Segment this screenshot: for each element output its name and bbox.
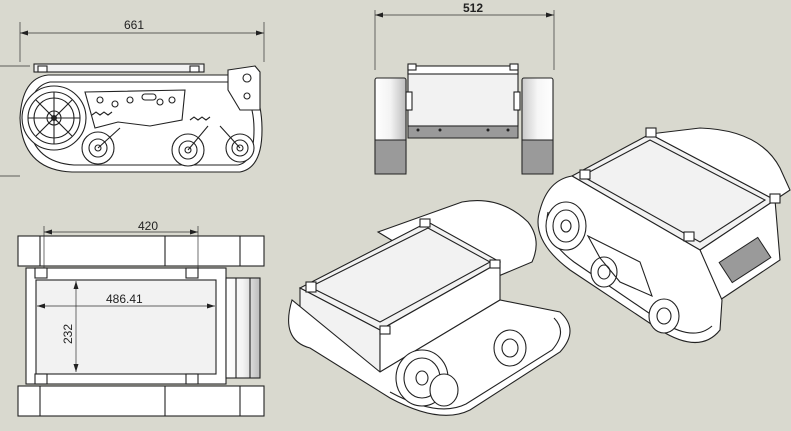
dimension-top-track-span: 420 [43,219,199,272]
isometric-view-front [288,200,571,416]
top-view-rear-roller [225,277,261,379]
dimension-text-top-body-length: 486.41 [106,292,143,306]
top-view-lower-track [17,385,265,417]
dimension-text-top-track-span: 420 [138,219,158,233]
front-view: 512 [374,1,555,175]
side-top-plate [33,63,205,73]
side-sprocket [21,85,87,151]
dimension-top-body-length: 486.41 [37,292,215,309]
side-view: 661 [0,18,265,177]
dimension-text-front-width: 512 [463,1,483,15]
dimension-text-side-length: 661 [124,18,144,32]
dimension-top-body-width: 232 [61,281,79,372]
dimension-side-length: 661 [19,18,265,62]
top-view-upper-track [17,235,265,267]
dimension-text-top-body-width: 232 [61,324,75,344]
front-body [407,71,519,127]
top-view: 420 486.41 232 [17,219,265,417]
isometric-view-rear [537,127,791,343]
dimension-front-width: 512 [374,1,555,70]
